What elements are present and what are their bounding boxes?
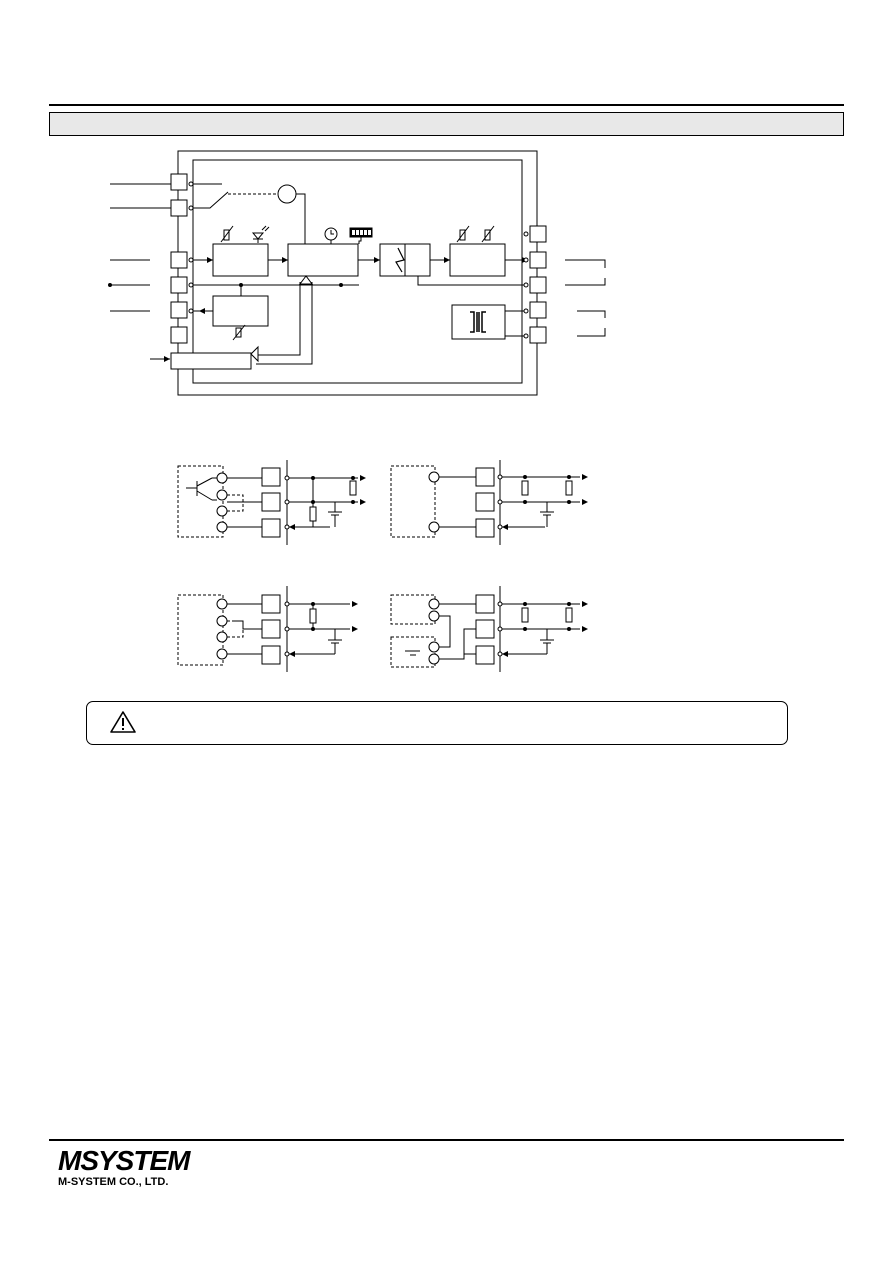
connection-example-4 — [390, 586, 588, 672]
warning-icon — [110, 711, 136, 733]
connector-bus-block — [170, 352, 252, 370]
excitation-supply-block — [212, 295, 269, 327]
isolation-barrier-right — [404, 243, 431, 277]
housing-outline — [177, 150, 538, 396]
terminal-right-2 — [529, 251, 547, 269]
logo-wordmark: MSYSTEM — [58, 1145, 190, 1176]
inner-circuit-outline — [192, 159, 523, 384]
terminal-left-3 — [170, 251, 188, 269]
company-logo: MSYSTEM M-SYSTEM CO., LTD. — [58, 1145, 190, 1189]
terminal-right-3 — [529, 276, 547, 294]
block-diagram — [108, 150, 606, 396]
terminal-right-5 — [529, 326, 547, 344]
led-icon — [251, 225, 270, 243]
block-diagram-and-connections — [108, 150, 606, 672]
terminal-left-2 — [170, 199, 188, 217]
processor-block — [287, 243, 359, 277]
output-circuit-block — [449, 243, 506, 277]
terminal-left-4 — [170, 276, 188, 294]
connection-example-3 — [177, 586, 358, 672]
terminal-left-5 — [170, 301, 188, 319]
transformer-icon — [470, 311, 486, 333]
terminal-right-1 — [529, 225, 547, 243]
input-circuit-block — [212, 243, 269, 277]
section-header-bar — [49, 112, 844, 136]
potentiometer-icon — [220, 225, 234, 243]
bottom-rule — [49, 1139, 844, 1141]
top-rule — [49, 104, 844, 106]
clock-icon — [324, 227, 338, 241]
company-name: M-SYSTEM CO., LTD. — [58, 1176, 169, 1188]
connection-example-1 — [177, 460, 366, 545]
potentiometer-icon — [232, 324, 246, 341]
terminal-left-6 — [170, 326, 188, 344]
relay-coil — [277, 184, 297, 204]
caution-box — [86, 701, 788, 745]
terminal-left-1 — [170, 173, 188, 191]
dip-switch-icon — [349, 227, 373, 244]
connection-example-2 — [390, 460, 588, 545]
terminal-right-4 — [529, 301, 547, 319]
potentiometer-icon — [456, 225, 495, 243]
